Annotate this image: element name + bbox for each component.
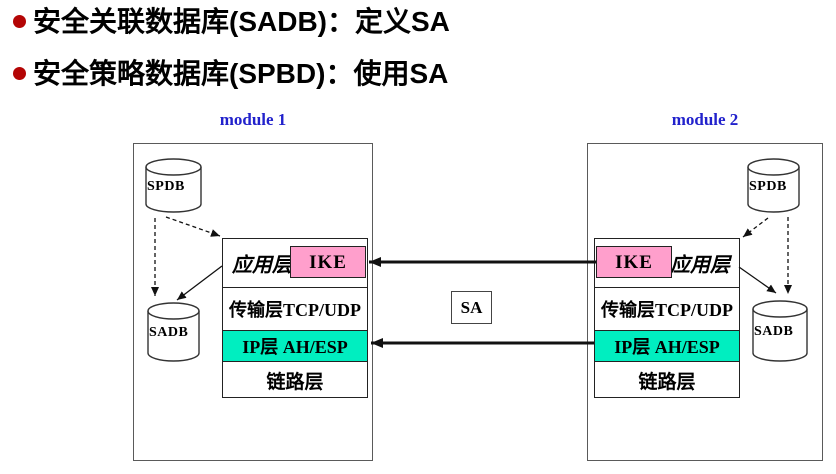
module1-title: module 1 [219,110,287,129]
cylinder-icon [747,158,800,213]
bullet-item-spbd: 安全策略数据库(SPBD)：使用SA [13,57,448,90]
module2-ip-layer-row: IP层 AH/ESP [595,330,739,361]
cylinder-icon [752,300,808,362]
cylinder-icon [147,302,200,362]
module2-app-layer-label: 应用层 [670,254,730,277]
module2-protocol-stack: 应用层 IKE 传输层TCP/UDP IP层 AH/ESP 链路层 [594,238,740,398]
bullet-icon [13,15,26,28]
bullet-text-sadb: 安全关联数据库(SADB)：定义SA [33,6,450,37]
module1-sadb-database: SADB [147,302,200,362]
module1-app-layer-row: 应用层 IKE [223,239,367,287]
bullet-text-spbd: 安全策略数据库(SPBD)：使用SA [33,58,449,89]
module1-spdb-label: SPDB [147,178,185,194]
bullet-item-sadb: 安全关联数据库(SADB)：定义SA [13,5,450,38]
bullet-icon [13,67,26,80]
module2-title: module 2 [671,110,739,129]
module2-sadb-database: SADB [752,300,808,362]
sa-box: SA [451,291,492,324]
module1-ip-layer-row: IP层 AH/ESP [223,330,367,361]
module2-link-layer-row: 链路层 [595,361,739,399]
module2-app-layer-row: 应用层 IKE [595,239,739,287]
module1-app-layer-label: 应用层 [232,254,292,277]
module1-link-layer-row: 链路层 [223,361,367,399]
module1-ike-box: IKE [290,246,366,278]
module2-transport-layer-row: 传输层TCP/UDP [595,287,739,330]
module1-transport-layer-row: 传输层TCP/UDP [223,287,367,330]
module2-ike-box: IKE [596,246,672,278]
module2-sadb-label: SADB [754,324,794,340]
module2-spdb-label: SPDB [749,178,787,194]
cylinder-icon [145,158,202,213]
module1-sadb-label: SADB [149,325,189,341]
module1-protocol-stack: 应用层 IKE 传输层TCP/UDP IP层 AH/ESP 链路层 [222,238,368,398]
module2-spdb-database: SPDB [747,158,800,213]
module1-spdb-database: SPDB [145,158,202,213]
